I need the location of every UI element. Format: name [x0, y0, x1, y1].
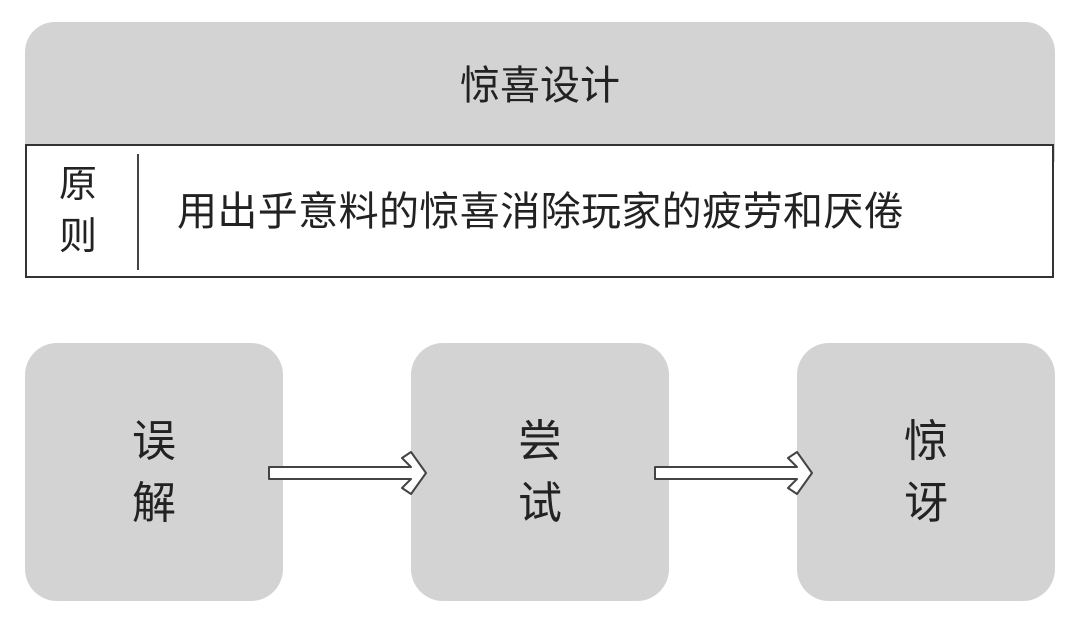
- step-label: 误解: [132, 416, 176, 529]
- header-banner: [25, 22, 1055, 162]
- principle-label: 原则: [58, 162, 97, 258]
- diagram-title: 惊喜设计: [460, 63, 620, 109]
- arrow-right-icon: [654, 451, 813, 495]
- principle-text: 用出乎意料的惊喜消除玩家的疲劳和厌倦: [177, 189, 905, 235]
- divider: [137, 154, 139, 270]
- step-try: 尝试: [411, 343, 669, 601]
- principle-box: 原则 用出乎意料的惊喜消除玩家的疲劳和厌倦: [25, 144, 1054, 278]
- step-surprise: 惊讶: [797, 343, 1055, 601]
- step-label: 尝试: [518, 416, 562, 529]
- arrow-right-icon: [268, 451, 427, 495]
- step-label: 惊讶: [904, 416, 948, 529]
- step-misunderstand: 误解: [25, 343, 283, 601]
